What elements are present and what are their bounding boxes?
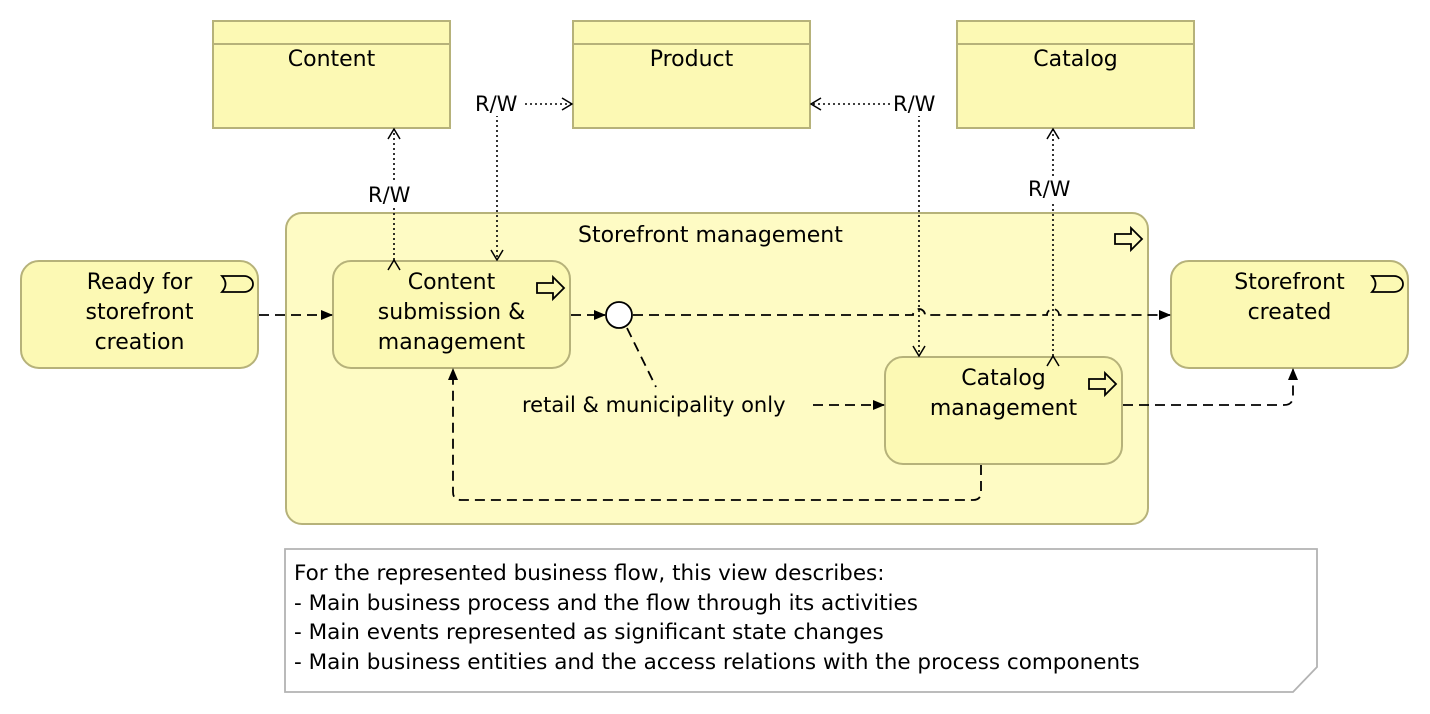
storefront-management-title: Storefront management — [578, 223, 843, 248]
business-event-icon — [220, 275, 254, 293]
content-submission-label: Content submission & management — [333, 268, 570, 358]
note-line: - Main business process and the flow thr… — [294, 590, 918, 616]
product-left-access-label: R/W — [473, 92, 520, 116]
group-process-icon — [1114, 225, 1144, 253]
catalog-object-title: Catalog — [1033, 47, 1118, 72]
flow-junction-condition-connector — [626, 327, 657, 388]
end-event-label: Storefront created — [1171, 268, 1408, 328]
note-line: - Main events represented as significant… — [294, 620, 884, 645]
start-event-line: Ready for — [86, 270, 193, 295]
content-access-label: R/W — [366, 183, 413, 207]
note: For the represented business flow, this … — [285, 548, 1317, 692]
start-event-line: storefront — [85, 300, 194, 325]
start-event-line: creation — [94, 330, 185, 355]
flow-catalog-management-to-storefront-created[interactable] — [1123, 368, 1298, 406]
end-event-line: Storefront — [1234, 270, 1345, 295]
start-event-box[interactable] — [20, 260, 259, 369]
content-object[interactable] — [212, 20, 451, 129]
product-object-title: Product — [649, 47, 734, 72]
end-event-line: created — [1247, 300, 1332, 325]
catalog-access-label: R/W — [1026, 177, 1073, 201]
note-line: - Main business entities and the access … — [294, 649, 1140, 675]
note-box — [284, 548, 1318, 693]
business-process-icon — [536, 274, 566, 302]
content-submission-line: management — [377, 330, 526, 355]
product-right-access-label: R/W — [891, 92, 938, 116]
catalog-object[interactable] — [956, 20, 1195, 129]
business-process-icon — [1088, 370, 1118, 398]
content-object-title: Content — [287, 47, 376, 72]
flow-catalog-management-back-to-content-submission[interactable] — [448, 368, 982, 501]
content-submission-line: Content — [407, 270, 496, 295]
catalog-management-line: management — [929, 396, 1078, 421]
note-line: For the represented business flow, this … — [294, 561, 885, 586]
or-junction[interactable] — [605, 301, 633, 329]
content-submission-line: submission & — [377, 300, 526, 325]
product-object[interactable] — [572, 20, 811, 129]
catalog-management-line: Catalog — [961, 366, 1046, 391]
business-event-icon — [1370, 275, 1404, 293]
junction-condition-label: retail & municipality only — [520, 393, 788, 417]
catalog-management-process-box[interactable] — [884, 356, 1123, 465]
start-event-label: Ready for storefront creation — [21, 268, 258, 358]
catalog-management-label: Catalog management — [885, 364, 1122, 424]
